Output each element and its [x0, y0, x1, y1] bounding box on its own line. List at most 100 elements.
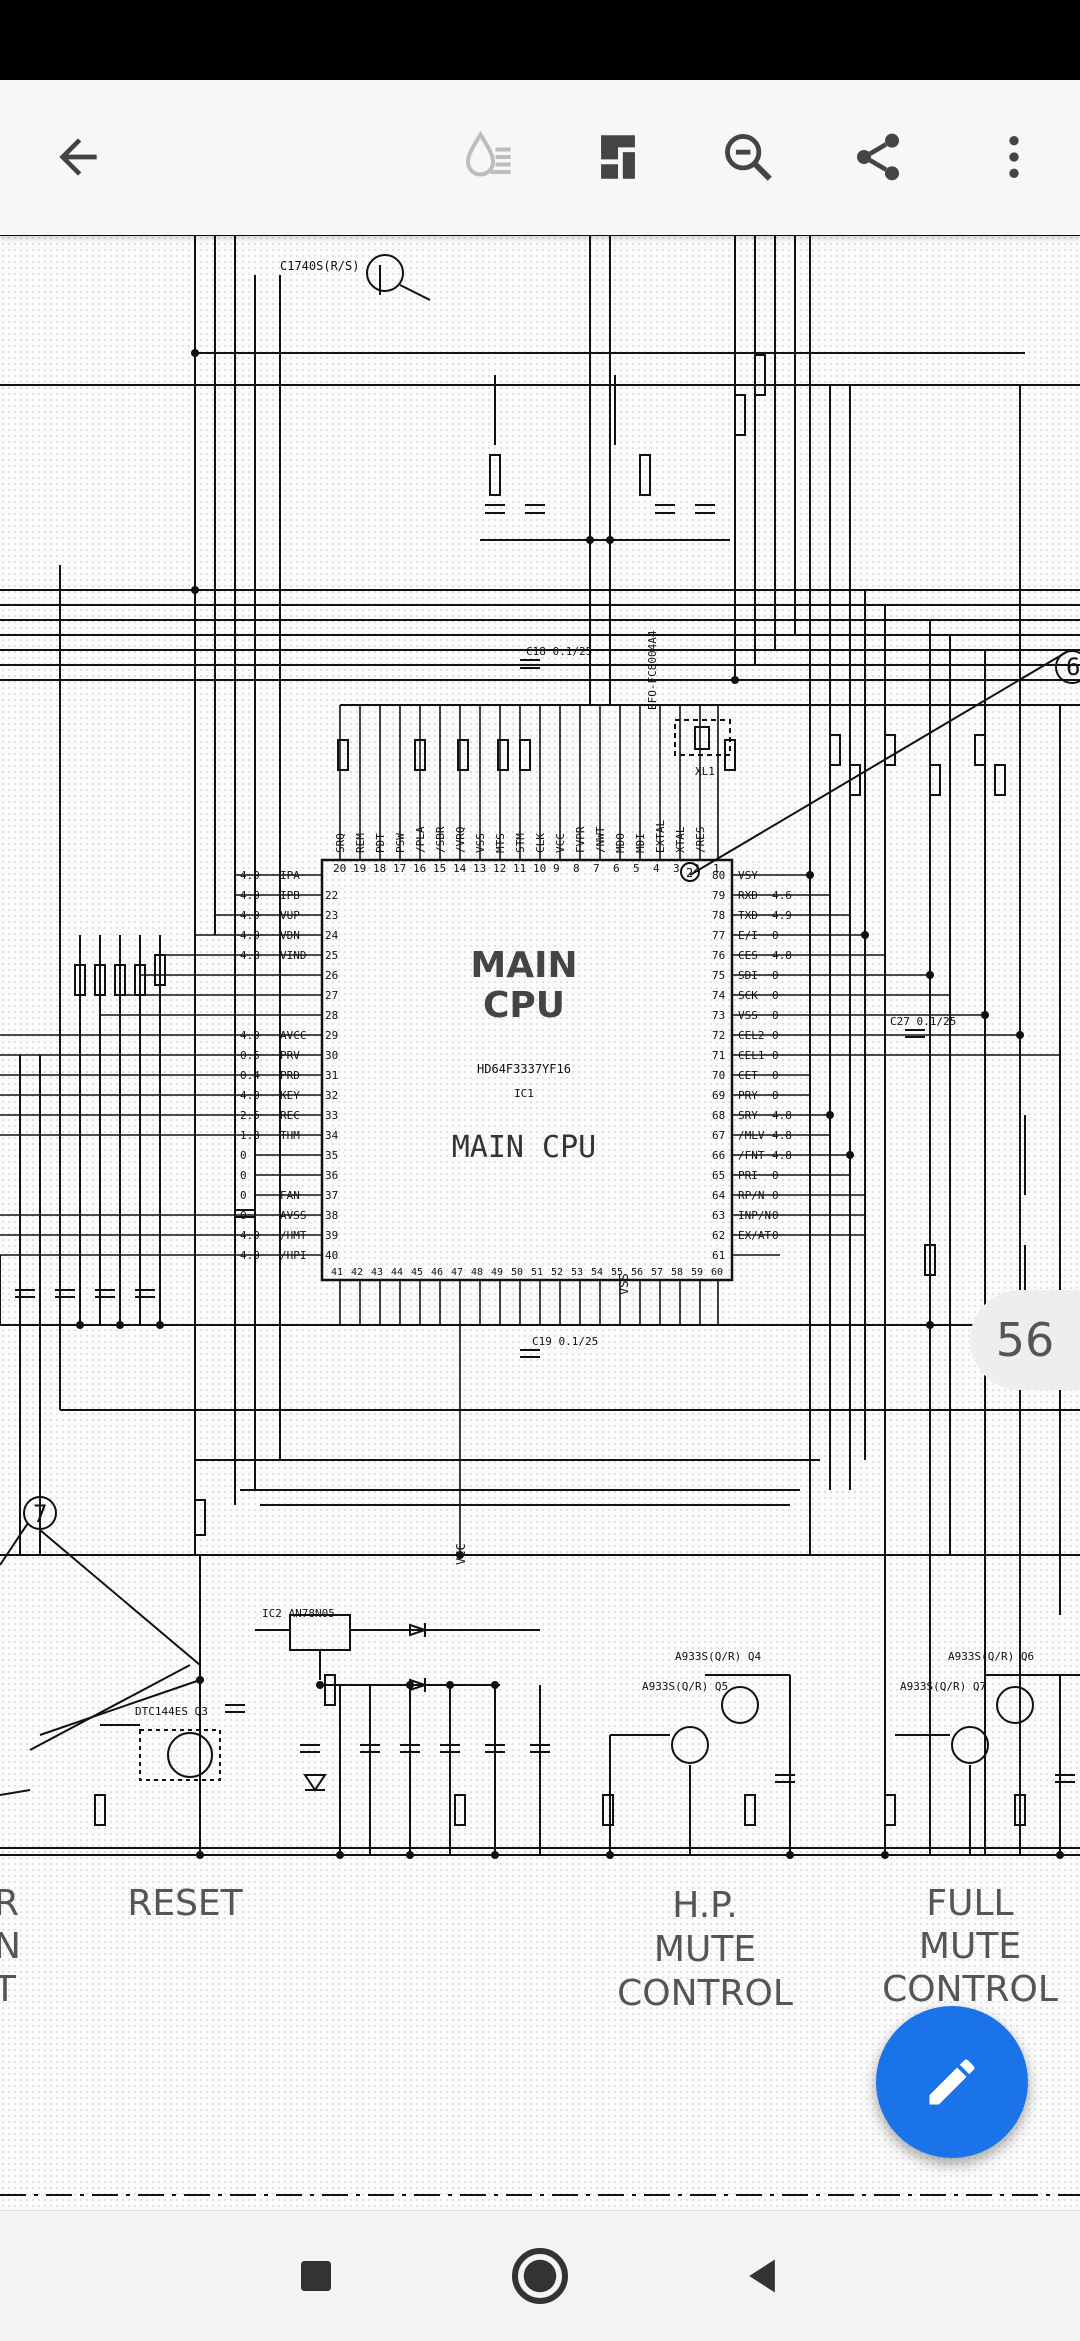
left-pin-number: 24	[325, 929, 339, 942]
top-pin-name: EXTAL	[654, 820, 667, 853]
top-pin-name: PSW	[394, 833, 407, 853]
search-zoom-icon[interactable]	[708, 117, 788, 197]
right-pin-name: /MLV	[738, 1129, 765, 1142]
top-pin-number: 13	[473, 862, 486, 875]
back-button[interactable]	[722, 2236, 802, 2316]
hp-mute-label-1: H.P.	[672, 1885, 737, 1926]
right-pin-number: 70	[712, 1069, 725, 1082]
right-pin-name: SDI	[738, 969, 758, 982]
right-pin-voltage: 0	[772, 1009, 779, 1022]
bottom-pin-number: 56	[631, 1267, 643, 1278]
chip-title-line2: CPU	[483, 985, 565, 1026]
left-pin-voltage: 4.8	[240, 949, 260, 962]
bottom-pin-number: 47	[451, 1267, 463, 1278]
full-mute-label-3: CONTROL	[882, 1969, 1058, 2010]
left-pin-name: FAN	[280, 1189, 300, 1202]
right-pin-name: E/I	[738, 929, 758, 942]
share-icon[interactable]	[838, 117, 918, 197]
top-pin-number: 7	[593, 862, 600, 875]
right-pin-number: 72	[712, 1029, 725, 1042]
top-pin-number: 5	[633, 862, 640, 875]
left-pin-voltage: 4.9	[240, 1229, 260, 1242]
top-pin-number: 18	[373, 862, 386, 875]
left-cut-label-3: T	[0, 1969, 17, 2010]
marker-6: 6	[1066, 653, 1080, 681]
top-pin-name: CLK	[534, 833, 547, 853]
right-pin-number: 71	[712, 1049, 725, 1062]
left-pin-voltage: 0	[240, 1169, 247, 1182]
top-pin-name: SRQ	[334, 833, 347, 853]
vcc-label: VCC	[454, 1543, 468, 1565]
left-pin-name: THM	[280, 1129, 300, 1142]
bottom-pin-number: 54	[591, 1267, 603, 1278]
right-pin-name: CET	[738, 1069, 758, 1082]
left-pin-number: 37	[325, 1189, 338, 1202]
left-pin-number: 36	[325, 1169, 338, 1182]
chip-title-line1: MAIN	[470, 945, 577, 986]
top-pin-number: 20	[333, 862, 346, 875]
bottom-pin-number: 59	[691, 1267, 703, 1278]
c27-label: C27 0.1/25	[890, 1015, 956, 1028]
bottom-pin-number: 50	[511, 1267, 523, 1278]
right-pin-number: 65	[712, 1169, 725, 1182]
right-pin-voltage: 0	[772, 1069, 779, 1082]
edit-fab-button[interactable]	[876, 2006, 1028, 2158]
bottom-pin-number: 44	[391, 1267, 403, 1278]
crystal-ref: XL1	[695, 765, 715, 778]
ink-drop-icon[interactable]	[448, 117, 528, 197]
crystal-label: EFO-FC8004A4	[646, 630, 659, 710]
right-pin-name: SRY	[738, 1109, 758, 1122]
top-pin-number: 14	[453, 862, 467, 875]
right-pin-name: SCK	[738, 989, 758, 1002]
schematic-page[interactable]: MAIN CPU HD64F3337YF16 IC1 MAIN CPU C174…	[0, 235, 1080, 2210]
right-pin-name: PRI	[738, 1169, 758, 1182]
bottom-pin-number: 58	[671, 1267, 683, 1278]
chip-name: MAIN CPU	[452, 1130, 597, 1165]
top-pin-number: 16	[413, 862, 426, 875]
q7-label: A933S(Q/R) Q7	[900, 1680, 986, 1693]
top-pin-number: 9	[553, 862, 560, 875]
top-transistor-label: C1740S(R/S)	[280, 259, 359, 273]
top-pin-number: 15	[433, 862, 446, 875]
top-pin-number: 11	[513, 862, 526, 875]
top-pin-name: /VRQ	[454, 827, 467, 854]
right-pin-name: PRY	[738, 1089, 758, 1102]
reflow-icon[interactable]	[578, 117, 658, 197]
left-pin-voltage: 0.4	[240, 1069, 260, 1082]
left-pin-voltage: 4.9	[240, 1029, 260, 1042]
left-pin-voltage: 1.3	[240, 1129, 260, 1142]
status-bar	[0, 0, 1080, 80]
home-button[interactable]	[500, 2236, 580, 2316]
back-arrow-icon[interactable]	[38, 117, 118, 197]
reset-section-label: RESET	[127, 1883, 243, 1924]
right-pin-number: 69	[712, 1089, 725, 1102]
left-pin-voltage: 4.9	[240, 1249, 260, 1262]
right-pin-name: EX/AT	[738, 1229, 771, 1242]
right-pin-name: TXD	[738, 909, 758, 922]
left-pin-voltage: 4.9	[240, 869, 260, 882]
vss-label: VSS	[617, 1273, 631, 1295]
right-pin-name: /FNT	[738, 1149, 765, 1162]
more-vert-icon[interactable]	[974, 117, 1054, 197]
left-pin-number: 32	[325, 1089, 338, 1102]
left-pin-number: 35	[325, 1149, 338, 1162]
hp-mute-label-3: CONTROL	[617, 1973, 793, 2014]
q3-label: DTC144ES Q3	[135, 1705, 208, 1718]
right-pin-number: 78	[712, 909, 725, 922]
document-viewer[interactable]: MAIN CPU HD64F3337YF16 IC1 MAIN CPU C174…	[0, 235, 1080, 2210]
left-pin-voltage: 4.9	[240, 1089, 260, 1102]
left-pin-number: 34	[325, 1129, 339, 1142]
left-pin-voltage: 4.9	[240, 889, 260, 902]
left-pin-voltage: 4.9	[240, 909, 260, 922]
left-cut-label-2: N	[0, 1926, 21, 1967]
top-pin-name: /PLA	[414, 826, 427, 853]
chip-part-number: HD64F3337YF16	[477, 1062, 571, 1076]
left-pin-name: VDN	[280, 929, 300, 942]
c18-label: C18 0.1/25	[526, 645, 592, 658]
left-pin-voltage: 4.9	[240, 929, 260, 942]
right-pin-number: 61	[712, 1249, 725, 1262]
recents-button[interactable]	[276, 2236, 356, 2316]
right-pin-voltage: 0	[772, 929, 779, 942]
right-pin-name: CES	[738, 949, 758, 962]
